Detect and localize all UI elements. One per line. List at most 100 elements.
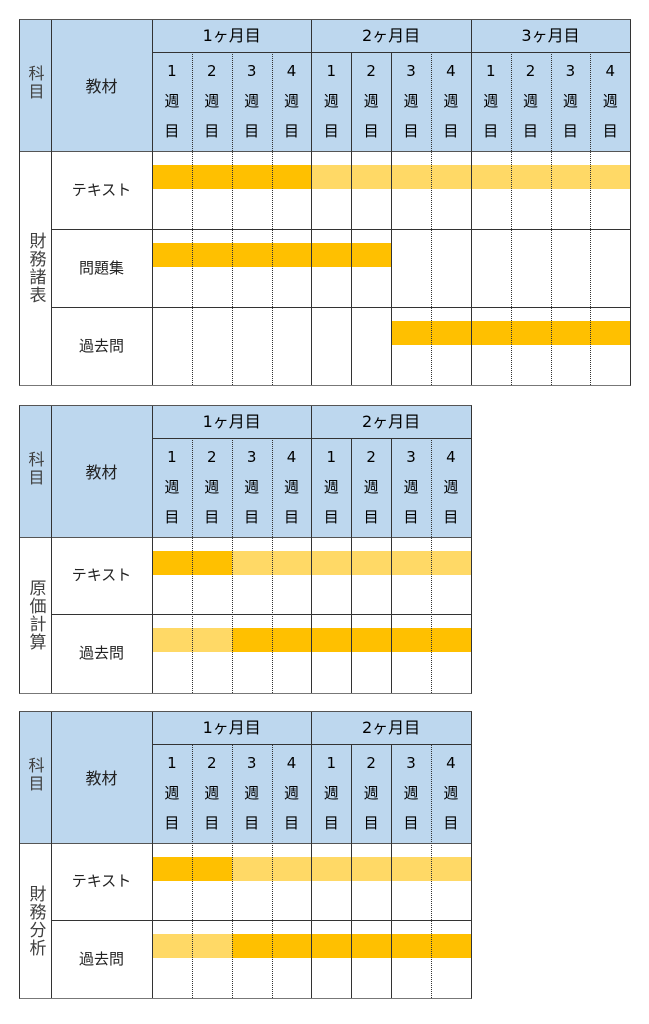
material-header-label: 教材	[85, 769, 118, 788]
week-divider	[191, 52, 193, 385]
material-header: 教材	[51, 19, 152, 151]
week-suffix: 週	[363, 784, 379, 802]
week-number: 3	[246, 62, 257, 80]
month-header-2: 2ヶ月目	[361, 411, 421, 431]
week-suffix: 目	[164, 122, 180, 140]
material-header: 教材	[51, 405, 152, 537]
week-divider	[191, 744, 193, 998]
week-divider	[191, 438, 193, 693]
week-number: 4	[286, 754, 297, 772]
schedule-bar-secondary	[311, 165, 631, 189]
month-divider	[391, 438, 393, 693]
week-suffix: 週	[204, 478, 220, 496]
schedule-bar-primary	[231, 628, 471, 652]
subject-column-divider	[51, 19, 52, 385]
week-suffix: 週	[403, 92, 419, 110]
week-suffix: 目	[363, 508, 379, 526]
week-suffix: 目	[244, 122, 260, 140]
week-divider	[271, 744, 273, 998]
week-suffix: 週	[443, 92, 459, 110]
material-label: テキスト	[71, 872, 132, 890]
table-border	[19, 19, 632, 386]
material-column-divider	[152, 711, 153, 998]
header-background	[19, 19, 631, 151]
week-number: 2	[206, 448, 217, 466]
week-suffix: 目	[244, 508, 260, 526]
week-divider	[510, 52, 512, 385]
week-number: 3	[406, 448, 416, 466]
week-number: 1	[326, 62, 337, 80]
week-suffix: 目	[523, 122, 539, 140]
month-header-3: 3ヶ月目	[521, 25, 580, 45]
subject-header: 科目	[19, 405, 51, 537]
week-number: 2	[206, 754, 217, 772]
week-number: 3	[246, 754, 257, 772]
header-background	[19, 405, 471, 537]
week-suffix: 週	[523, 92, 539, 110]
week-suffix: 目	[403, 814, 419, 832]
subject-label: 原価計算	[19, 537, 51, 693]
week-divider	[231, 744, 233, 998]
week-suffix: 目	[323, 122, 339, 140]
month-divider	[311, 711, 313, 998]
week-suffix: 週	[323, 784, 339, 802]
week-suffix: 週	[244, 784, 260, 802]
subject-column-divider	[51, 711, 52, 998]
week-number: 1	[326, 754, 337, 772]
week-header: 1 週目	[471, 56, 511, 146]
week-number: 1	[485, 62, 496, 80]
week-number: 4	[446, 448, 456, 466]
table-border	[19, 405, 472, 694]
week-suffix: 目	[403, 122, 419, 140]
week-suffix: 週	[164, 92, 180, 110]
week-suffix: 目	[483, 122, 499, 140]
schedule-bar-secondary	[231, 857, 471, 881]
subject-header-label: 科目	[25, 65, 45, 101]
week-number: 2	[525, 62, 536, 80]
week-suffix: 目	[283, 508, 299, 526]
table-border	[19, 711, 472, 999]
material-column-divider	[152, 19, 153, 385]
week-suffix: 目	[283, 122, 299, 140]
week-number: 4	[446, 754, 456, 772]
subject-label: 財務分析	[19, 843, 51, 998]
week-suffix: 週	[164, 784, 180, 802]
month-divider	[391, 744, 393, 998]
week-suffix: 週	[323, 478, 339, 496]
week-suffix: 週	[363, 92, 379, 110]
week-suffix: 目	[363, 122, 379, 140]
material-label: テキスト	[71, 180, 132, 199]
week-number: 4	[286, 448, 297, 466]
month-divider	[391, 52, 393, 385]
week-suffix: 目	[204, 508, 220, 526]
subject-name: 財務諸表	[25, 232, 46, 304]
month-header-2: 2ヶ月目	[361, 25, 421, 45]
week-suffix: 目	[602, 122, 618, 140]
subject-header-label: 科目	[25, 757, 45, 793]
month-header-1: 1ヶ月目	[202, 411, 261, 431]
week-number: 4	[446, 62, 456, 80]
material-label: 過去問	[78, 336, 124, 355]
week-suffix: 週	[483, 92, 499, 110]
week-suffix: 目	[204, 814, 220, 832]
month-header-2: 2ヶ月目	[361, 717, 421, 737]
week-suffix: 週	[283, 478, 299, 496]
header-bottom-border	[19, 843, 471, 844]
